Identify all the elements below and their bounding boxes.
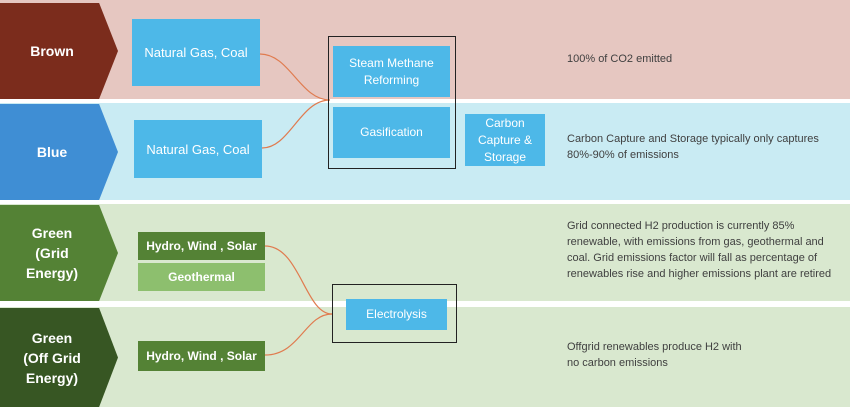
source-label-green-grid: Hydro, Wind , Solar	[146, 239, 257, 253]
process-electrolysis: Electrolysis	[346, 299, 447, 330]
description-green-offgrid: Offgrid renewables produce H2 with no ca…	[567, 341, 742, 369]
process-electrolysis-label: Electrolysis	[366, 307, 427, 321]
chevron-brown: Brown	[0, 3, 118, 99]
source-label-blue: Natural Gas, Coal	[146, 141, 250, 157]
process-gasification-label: Gasification	[360, 125, 423, 139]
source-box-geothermal: Geothermal	[138, 263, 265, 291]
source-label-geothermal: Geothermal	[168, 270, 235, 284]
description-brown: 100% of CO2 emitted	[567, 53, 673, 65]
label-green-grid: Green (Grid Energy)	[25, 225, 79, 281]
source-box-brown: Natural Gas, Coal	[132, 19, 260, 86]
chevron-green-grid: Green (Grid Energy)	[0, 205, 118, 301]
process-ccs-label: Carbon Capture & Storage	[477, 115, 533, 164]
chevron-green-offgrid: Green (Off Grid Energy)	[0, 308, 118, 407]
source-label-green-offgrid: Hydro, Wind , Solar	[146, 349, 257, 363]
source-box-blue: Natural Gas, Coal	[134, 120, 262, 178]
label-green-offgrid: Green (Off Grid Energy)	[23, 329, 81, 386]
source-label-brown: Natural Gas, Coal	[144, 45, 248, 60]
description-blue: Carbon Capture and Storage typically onl…	[567, 133, 819, 161]
reforming-frame	[328, 36, 456, 169]
label-brown: Brown	[30, 43, 74, 59]
electrolysis-frame	[332, 284, 457, 343]
label-blue: Blue	[36, 144, 68, 160]
process-smr: Steam Methane Reforming	[333, 46, 450, 97]
description-green-grid: Grid connected H2 production is currentl…	[567, 220, 832, 280]
chevron-blue: Blue	[0, 104, 118, 200]
process-ccs: Carbon Capture & Storage	[465, 114, 545, 166]
source-box-green-grid: Hydro, Wind , Solar	[138, 232, 265, 260]
process-gasification: Gasification	[333, 107, 450, 158]
process-smr-label: Steam Methane Reforming	[349, 55, 434, 87]
source-box-green-offgrid: Hydro, Wind , Solar	[138, 341, 265, 371]
